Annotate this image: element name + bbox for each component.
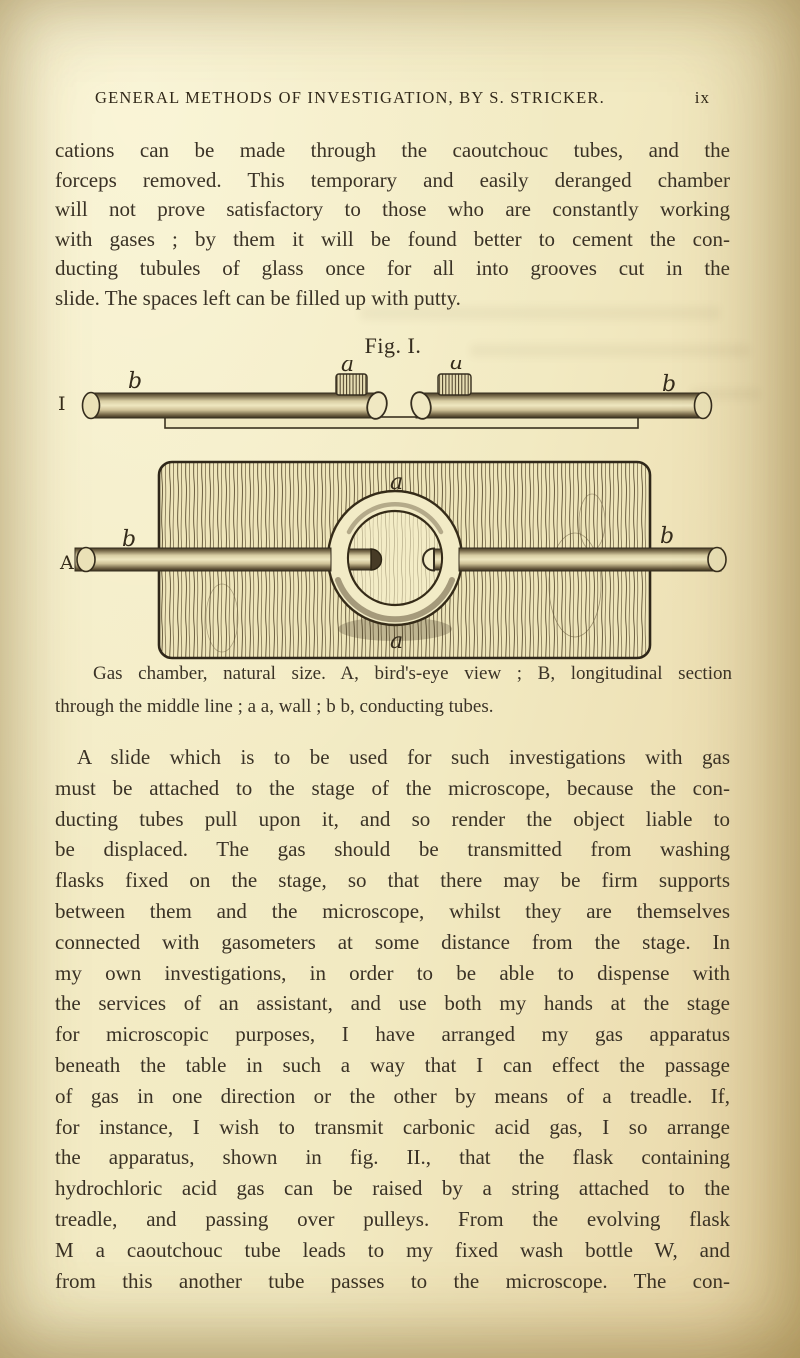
label-b-left: b (122, 527, 136, 552)
figure-caption: Gas chamber, natural size. A, bird's-eye… (55, 663, 732, 720)
glass-slide (164, 416, 639, 429)
text-line: of gas in one direction or the other by … (55, 1083, 730, 1108)
tube-end-cap (76, 546, 96, 573)
text-line: will not prove satisfactory to those who… (55, 197, 730, 222)
label-b-right: b (660, 524, 674, 549)
text-line: M a caoutchouc tube leads to my fixed wa… (55, 1237, 730, 1262)
figure-1-gas-chamber: b a a b I (58, 360, 727, 660)
conducting-tube-left (87, 392, 381, 419)
text-line: flasks fixed on the stage, so that there… (55, 868, 730, 893)
text-line: forceps removed. This temporary and easi… (55, 167, 730, 192)
ring-shading (335, 577, 455, 623)
label-b-left: b (128, 369, 142, 394)
running-title: GENERAL METHODS OF INVESTIGATION, BY S. … (95, 88, 605, 107)
label-a-bottom: a (390, 629, 403, 654)
wood-grain-swirl (205, 583, 239, 653)
wall-ring-inner (346, 509, 444, 607)
text-line: cations can be made through the caoutcho… (55, 138, 730, 162)
ring-shading (346, 502, 444, 535)
text-line: the services of an assistant, and use bo… (55, 991, 730, 1016)
text-line: must be attached to the stage of the mic… (55, 775, 730, 800)
text-line: the apparatus, shown in fig. II., that t… (55, 1145, 730, 1170)
wood-grain-swirl (548, 532, 602, 638)
tube-stub-left-cap (370, 548, 383, 571)
text-line: treadle, and passing over pulleys. From … (55, 1206, 730, 1231)
text-line: ducting tubes pull upon it, and so rende… (55, 806, 730, 831)
tube-open-mouth (410, 391, 432, 420)
text-line: from this another tube passes to the mic… (55, 1268, 730, 1293)
tube-end-cap (707, 546, 727, 573)
tube-end-cap (81, 391, 101, 420)
ring-shadow (338, 617, 452, 641)
label-a-top: a (390, 470, 403, 495)
text-line: my own investigations, in order to be ab… (55, 960, 730, 985)
caption-line: through the middle line ; a a, wall ; b … (55, 696, 494, 717)
caption-line: Gas chamber, natural size. A, bird's-eye… (93, 663, 732, 684)
text-line: slide. The spaces left can be filled up … (55, 285, 461, 310)
tube-open-mouth (366, 391, 388, 420)
text-line: hydrochloric acid gas can be raised by a… (55, 1176, 730, 1201)
text-line: ducting tubules of glass once for all in… (55, 256, 730, 281)
label-b-right: b (662, 372, 676, 397)
text-line: for microscopic purposes, I have arrange… (55, 1022, 730, 1047)
label-a-right: a (450, 360, 463, 375)
tube-end-cap (693, 391, 713, 420)
paragraph-2: A slide which is to be used for such inv… (55, 742, 730, 1296)
page-header: GENERAL METHODS OF INVESTIGATION, BY S. … (95, 88, 710, 108)
tube-stubs-in-chamber (349, 547, 441, 572)
text-line: connected with gasometers at some distan… (55, 929, 730, 954)
conducting-tube-left (74, 547, 332, 572)
wall-nub-left (335, 373, 368, 396)
longitudinal-section-drawing: b a a b I (58, 360, 713, 429)
label-plan-view: A (59, 552, 74, 574)
wall-nub-right (437, 373, 472, 396)
text-line: for instance, I wish to transmit carboni… (55, 1114, 730, 1139)
text-line: A slide which is to be used for such inv… (77, 745, 730, 769)
label-a-left: a (341, 360, 354, 377)
text-line: be displaced. The gas should be transmit… (55, 837, 730, 862)
conducting-tube-right (458, 547, 722, 572)
paragraph-1: cations can be made through the caoutcho… (55, 136, 730, 314)
figure-title: Fig. I. (364, 333, 422, 358)
birdseye-view-drawing: a a b b A (59, 460, 727, 660)
tube-stub-right-cap (422, 547, 435, 572)
text-line: beneath the table in such a way that I c… (55, 1052, 730, 1077)
text-line: with gases ; by them it will be found be… (55, 226, 730, 251)
label-section-view: I (58, 393, 66, 415)
page-number: ix (694, 88, 710, 107)
text-line: between them and the microscope, whilst … (55, 898, 730, 923)
